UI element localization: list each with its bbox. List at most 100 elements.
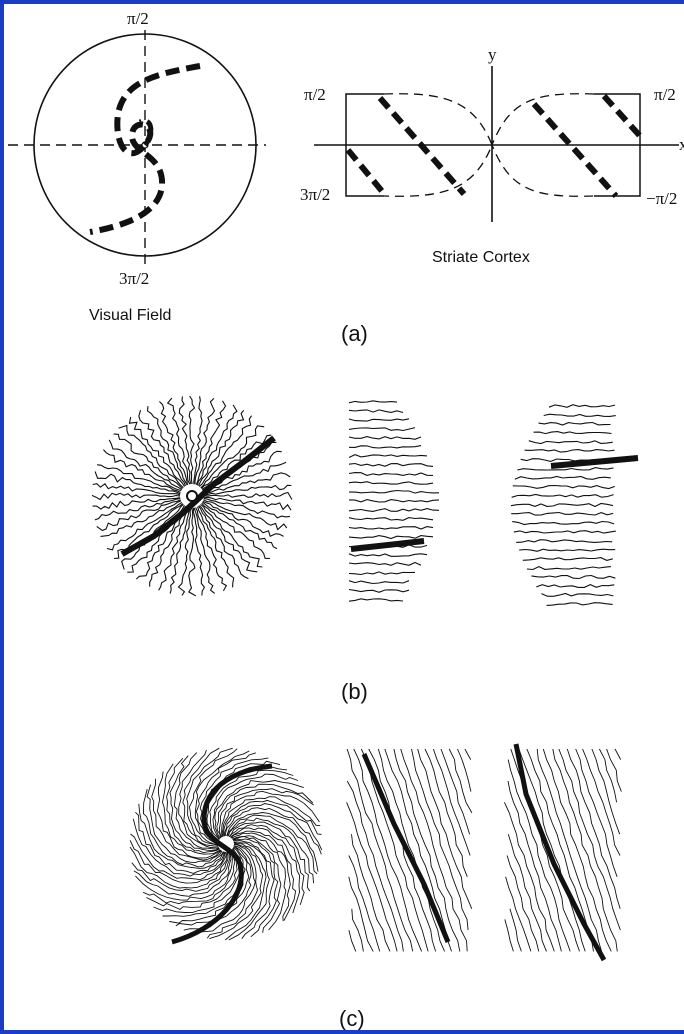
pattern-stroke bbox=[507, 780, 562, 952]
visual-field-spiral-inner bbox=[138, 118, 154, 147]
pattern-stroke bbox=[209, 842, 264, 940]
pattern-stroke bbox=[411, 748, 469, 931]
pattern-stroke bbox=[350, 538, 425, 552]
cortex-left-top-label: π/2 bbox=[304, 85, 326, 104]
pattern-stroke bbox=[203, 498, 290, 519]
pattern-stroke bbox=[138, 803, 225, 869]
pattern-stroke bbox=[348, 588, 410, 593]
pattern-stroke bbox=[197, 506, 235, 588]
pattern-stroke bbox=[228, 824, 305, 906]
pattern-stroke bbox=[221, 796, 321, 837]
pattern-stroke bbox=[505, 876, 532, 952]
pattern-stroke bbox=[510, 502, 614, 508]
pattern-stroke bbox=[113, 433, 183, 490]
panel-b-label: (b) bbox=[341, 679, 368, 704]
pattern-stroke bbox=[203, 461, 287, 493]
pattern-stroke bbox=[528, 440, 613, 445]
pattern-stroke bbox=[131, 851, 231, 892]
pattern-stroke bbox=[566, 748, 621, 909]
oblique-stripe-pattern-right bbox=[503, 743, 622, 962]
pattern-stroke bbox=[516, 539, 613, 543]
pattern-stroke bbox=[517, 467, 614, 471]
pattern-stroke bbox=[348, 499, 440, 503]
pattern-stroke bbox=[348, 418, 410, 422]
pattern-stroke bbox=[393, 748, 461, 952]
pattern-stroke bbox=[203, 484, 292, 496]
pattern-stroke bbox=[348, 561, 422, 566]
pattern-stroke bbox=[146, 406, 188, 486]
cortex-x-axis-label: x bbox=[679, 135, 684, 154]
panel-b-pattern-images bbox=[91, 395, 639, 606]
pattern-stroke bbox=[503, 802, 555, 952]
pattern-stroke bbox=[348, 400, 398, 404]
pattern-stroke bbox=[348, 598, 404, 602]
pattern-stroke bbox=[606, 748, 622, 792]
pattern-stroke bbox=[94, 471, 181, 495]
pattern-stroke bbox=[224, 807, 322, 855]
pattern-stroke bbox=[346, 780, 404, 952]
panel-a-label: (a) bbox=[341, 321, 368, 346]
pattern-stroke bbox=[106, 501, 183, 551]
pattern-stroke bbox=[135, 850, 233, 901]
pattern-stroke bbox=[209, 769, 294, 840]
pattern-stroke bbox=[518, 748, 586, 952]
pattern-stroke bbox=[531, 574, 616, 580]
cortex-y-axis-label: y bbox=[488, 45, 497, 64]
pattern-stroke bbox=[552, 748, 618, 952]
pattern-stroke bbox=[182, 747, 220, 847]
pattern-stroke bbox=[353, 748, 423, 952]
pattern-stroke bbox=[158, 507, 189, 591]
pattern-stroke bbox=[194, 398, 216, 485]
pattern-stroke bbox=[120, 435, 276, 557]
pattern-stroke bbox=[175, 846, 250, 927]
pattern-stroke bbox=[169, 755, 220, 852]
pattern-stroke bbox=[149, 506, 188, 587]
pattern-stroke bbox=[464, 748, 472, 760]
pattern-stroke bbox=[506, 855, 540, 952]
pattern-stroke bbox=[348, 472, 434, 476]
pattern-stroke bbox=[542, 748, 612, 952]
pattern-stroke bbox=[348, 427, 416, 432]
pattern-stroke bbox=[513, 530, 616, 534]
pattern-stroke bbox=[138, 410, 186, 487]
pattern-stroke bbox=[135, 811, 225, 874]
pattern-stroke bbox=[512, 484, 615, 490]
pattern-stroke bbox=[440, 748, 471, 835]
pattern-stroke bbox=[186, 747, 233, 846]
pattern-stroke bbox=[212, 773, 299, 840]
pattern-stroke bbox=[514, 475, 611, 480]
pattern-stroke bbox=[203, 499, 288, 531]
pattern-stroke bbox=[171, 763, 273, 945]
pattern-stroke bbox=[519, 548, 616, 552]
pattern-stroke bbox=[229, 827, 301, 914]
pattern-stroke bbox=[223, 803, 323, 851]
pattern-stroke bbox=[511, 511, 614, 516]
cortex-right-hemifield-dashed bbox=[491, 93, 595, 197]
pattern-stroke bbox=[448, 748, 473, 814]
cortex-caption: Striate Cortex bbox=[432, 249, 530, 266]
radial-stripe-pattern bbox=[91, 395, 293, 597]
pattern-stroke bbox=[591, 748, 621, 835]
pattern-stroke bbox=[575, 748, 618, 877]
pattern-stroke bbox=[128, 416, 185, 487]
pattern-stroke bbox=[130, 833, 227, 881]
pattern-stroke bbox=[188, 748, 238, 846]
pattern-stroke bbox=[541, 592, 614, 597]
pattern-stroke bbox=[348, 855, 381, 952]
pattern-stroke bbox=[195, 400, 227, 486]
horizontal-stripe-pattern-left bbox=[348, 400, 440, 602]
pattern-stroke bbox=[188, 507, 197, 597]
pattern-stroke bbox=[169, 507, 191, 594]
pattern-stroke bbox=[146, 784, 223, 864]
oblique-stripe-pattern-left bbox=[346, 748, 473, 952]
pattern-stroke bbox=[348, 409, 404, 414]
pattern-stroke bbox=[526, 748, 594, 952]
pattern-stroke bbox=[543, 413, 616, 417]
pattern-stroke bbox=[173, 752, 220, 850]
pattern-stroke bbox=[346, 802, 398, 952]
pattern-stroke bbox=[146, 849, 238, 910]
pattern-stroke bbox=[222, 799, 322, 837]
pattern-stroke bbox=[509, 908, 522, 952]
pattern-stroke bbox=[522, 557, 613, 561]
cortex-right-top-label: π/2 bbox=[654, 85, 676, 104]
